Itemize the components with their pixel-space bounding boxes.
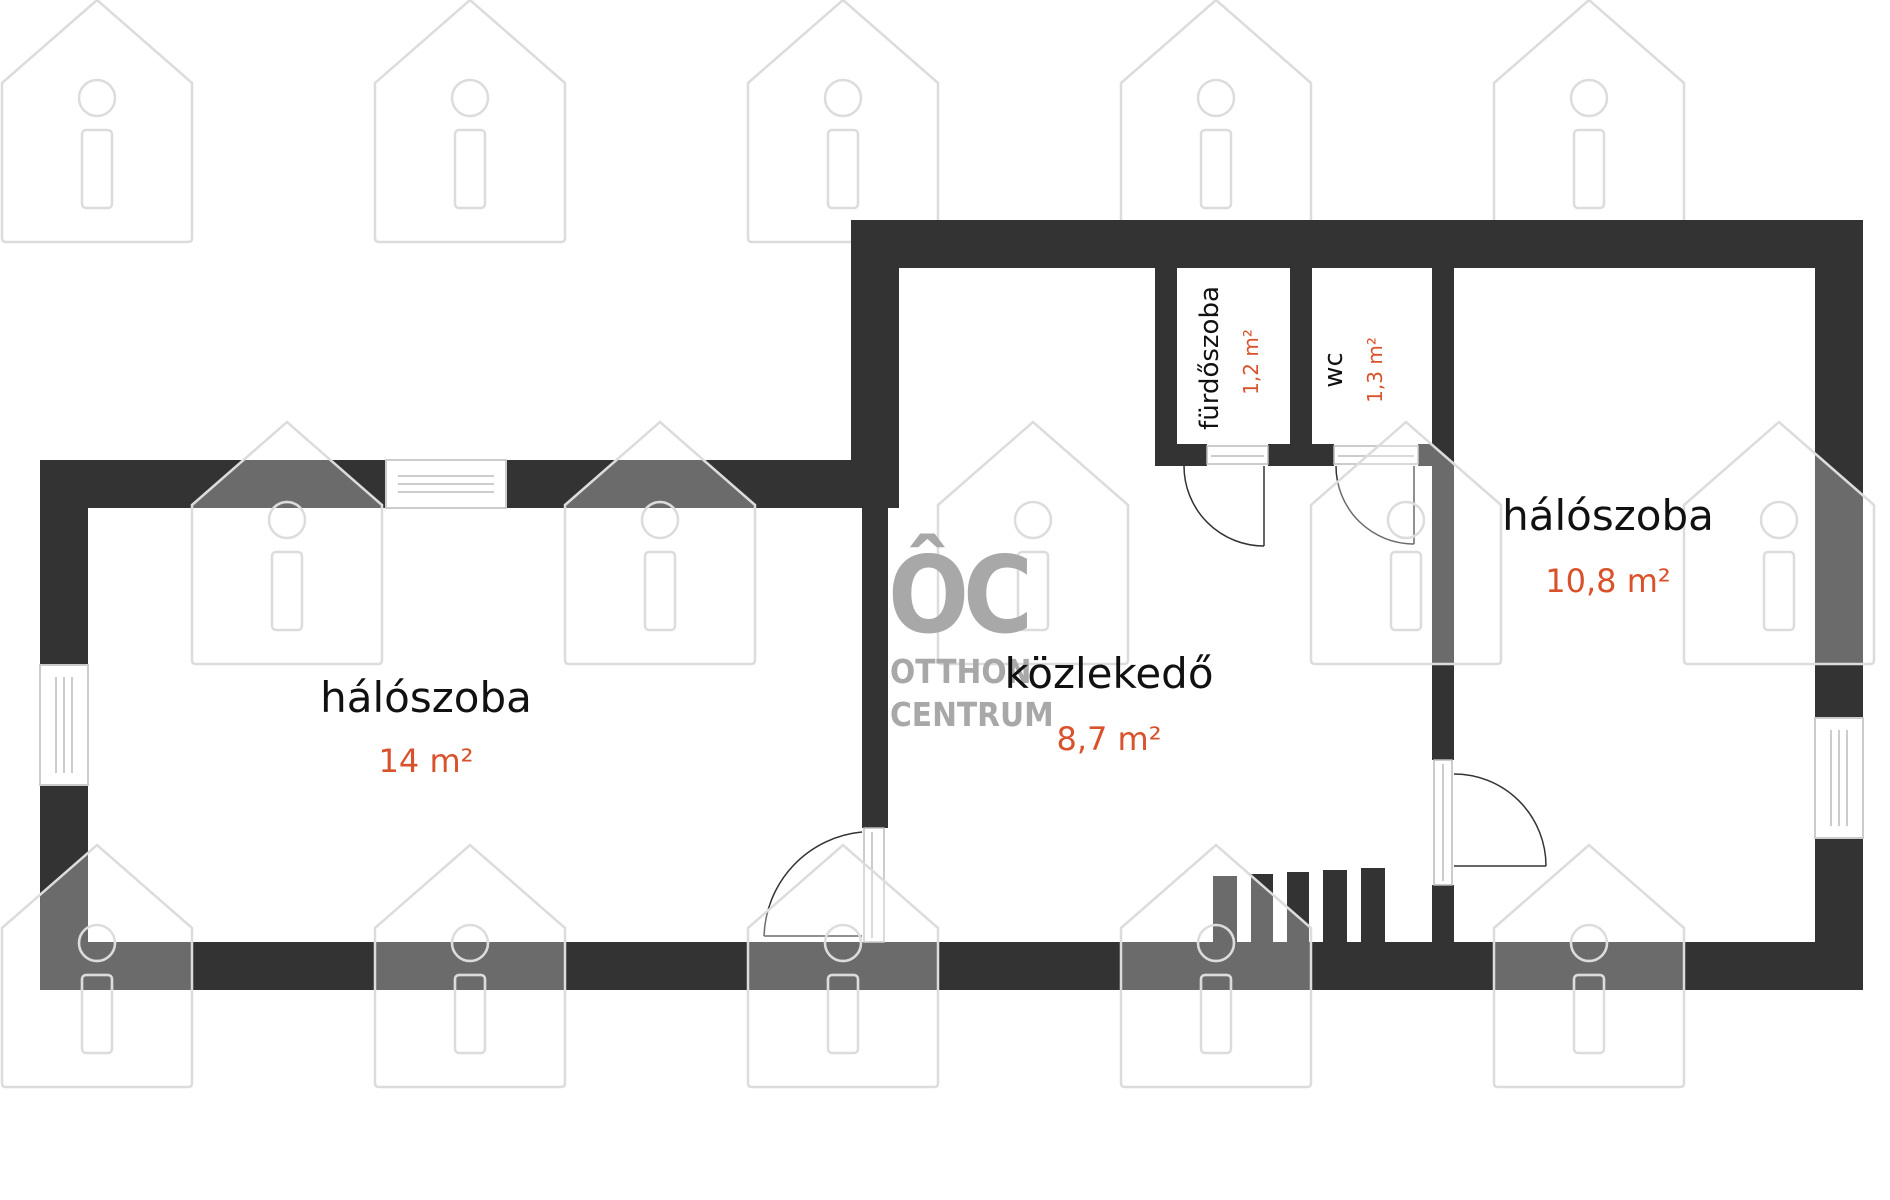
room-area-bathroom: 1,2 m² [1239, 329, 1263, 395]
room-name-bathroom: fürdőszoba [1195, 286, 1225, 430]
house-info-icon [373, 843, 567, 1089]
room-area-bedroom-left: 14 m² [379, 742, 474, 780]
house-info-icon [563, 420, 757, 666]
window-icon [39, 664, 89, 786]
room-name-wc: wc [1319, 352, 1349, 388]
house-info-icon [1492, 843, 1686, 1089]
house-info-icon [373, 0, 567, 244]
house-info-icon [0, 0, 194, 244]
wall-step [851, 220, 899, 508]
logo-line-2: CENTRUM [890, 695, 1054, 734]
wall-bath-wc [1290, 268, 1312, 466]
otthon-centrum-logo: ÔC OTTHON CENTRUM [888, 534, 1054, 734]
room-name-hallway: közlekedő [1004, 649, 1213, 698]
window-icon [385, 459, 507, 509]
window-icon [1814, 717, 1864, 839]
house-info-icon [1119, 843, 1313, 1089]
room-area-hallway: 8,7 m² [1056, 720, 1161, 758]
room-name-bedroom-left: hálószoba [320, 673, 532, 722]
logo-mark: ÔC [888, 534, 1027, 657]
house-info-icon [746, 843, 940, 1089]
house-info-icon [746, 0, 940, 244]
watermark-layer-top [0, 0, 1686, 244]
windows [39, 459, 1864, 839]
wall-bath-bottom-left [1155, 444, 1207, 466]
room-labels: hálószoba 14 m² közlekedő 8,7 m² hálószo… [320, 286, 1714, 780]
wall-right-top [851, 220, 1863, 268]
door-swing-icon [1433, 759, 1547, 886]
room-name-bedroom-right: hálószoba [1502, 491, 1714, 540]
door-swing-icon [1183, 445, 1269, 547]
wall-partition-right-lower [1432, 885, 1454, 942]
logo-line-1: OTTHON [890, 652, 1031, 691]
house-info-icon [1119, 0, 1313, 244]
house-info-icon [190, 420, 384, 666]
house-info-icon [1492, 0, 1686, 244]
wall-partition-left [862, 508, 888, 828]
wall-bath-bottom-mid [1268, 444, 1334, 466]
wall-bath-left [1155, 268, 1177, 466]
room-area-bedroom-right: 10,8 m² [1545, 562, 1670, 600]
room-area-wc: 1,3 m² [1363, 337, 1387, 403]
house-info-icon [0, 843, 194, 1089]
